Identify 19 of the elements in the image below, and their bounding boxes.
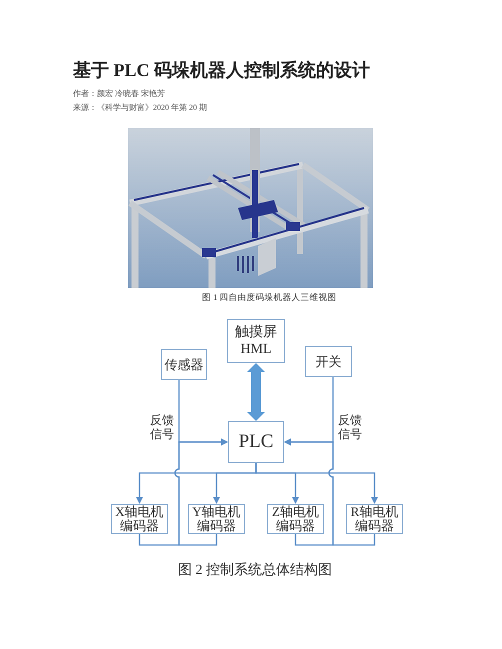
figure-caption: 图 2 控制系统总体结构图 xyxy=(178,561,332,579)
arrow xyxy=(284,438,376,546)
author-line: 作者：颜宏 冷晓春 宋艳芳 xyxy=(73,88,165,99)
arrow xyxy=(174,438,228,546)
process-box: 触摸屏 HML xyxy=(227,319,285,363)
process-box: R轴电机编码器 xyxy=(346,504,403,534)
signal-label: 反馈信号 xyxy=(338,413,363,441)
page-title: 基于 PLC 码垛机器人控制系统的设计 xyxy=(73,59,370,82)
process-box: Y轴电机编码器 xyxy=(188,504,245,534)
process-box: X轴电机编码器 xyxy=(111,504,168,534)
process-box: 开关 xyxy=(305,346,352,377)
signal-label: 反馈信号 xyxy=(150,413,175,441)
arrow xyxy=(255,463,378,504)
double-arrow xyxy=(247,363,265,421)
process-box: PLC xyxy=(228,421,284,463)
process-box: Z轴电机编码器 xyxy=(267,504,324,534)
process-box: 传感器 xyxy=(161,349,207,380)
figure-caption: 图 1 四自由度码垛机器人三维视图 xyxy=(202,292,336,304)
source-line: 来源：《科学与财富》2020 年第 20 期 xyxy=(73,102,207,113)
